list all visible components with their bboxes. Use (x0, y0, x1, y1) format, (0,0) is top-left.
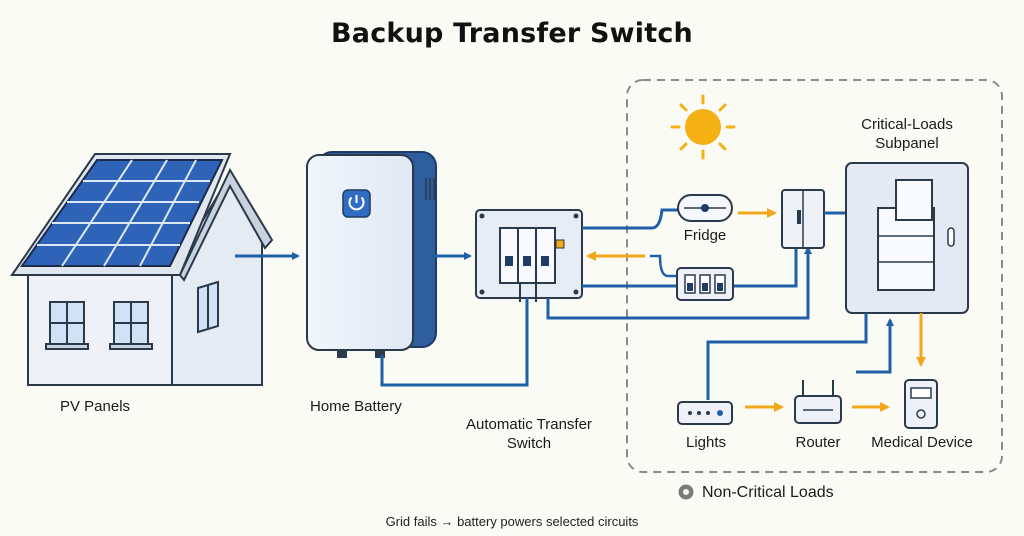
sun-icon (670, 94, 736, 160)
label-ats-line1: Automatic Transfer (466, 416, 592, 433)
label-subpanel-line1: Critical-Loads (861, 116, 953, 133)
label-router: Router (795, 434, 841, 451)
label-ats-line2: Switch (506, 435, 552, 452)
house-window-center (109, 301, 153, 350)
caption: Grid fails → battery powers selected cir… (385, 514, 639, 529)
house-window-side (197, 280, 219, 334)
lights-icon (677, 401, 733, 425)
critical-loads-region (626, 79, 1003, 473)
location-pin-icon (678, 484, 694, 500)
ats-to-fridge-wire (582, 208, 678, 230)
subpanel-icon (845, 162, 969, 314)
label-home-battery: Home Battery (310, 398, 402, 415)
label-lights: Lights (685, 434, 727, 451)
label-medical-device: Medical Device (871, 434, 973, 451)
medical-to-subpanel-wire (856, 318, 894, 374)
label-pv-panels: PV Panels (60, 398, 131, 415)
label-non-critical-loads: Non-Critical Loads (702, 484, 834, 501)
junction-panel-icon (781, 189, 825, 249)
transfer-switch-icon (475, 209, 583, 302)
breakers-upper-wire (650, 254, 680, 278)
power-button-icon (342, 189, 371, 218)
fridge-icon (677, 194, 733, 222)
house-window-left (45, 301, 89, 350)
ats-to-subpanel-wire (546, 246, 812, 320)
subpanel-to-lights-wire (706, 313, 868, 400)
solar-panel-icon (20, 159, 224, 267)
diagram-title: Backup Transfer Switch (331, 18, 693, 49)
label-fridge: Fridge (683, 227, 727, 244)
battery-return-wire (380, 298, 529, 387)
breakers-to-panel-wire (733, 248, 798, 288)
label-subpanel-line2: Subpanel (875, 135, 939, 152)
medical-device-icon (904, 379, 938, 429)
router-icon (794, 380, 842, 424)
home-battery-icon (306, 151, 437, 358)
breaker-switches-icon (676, 267, 734, 301)
